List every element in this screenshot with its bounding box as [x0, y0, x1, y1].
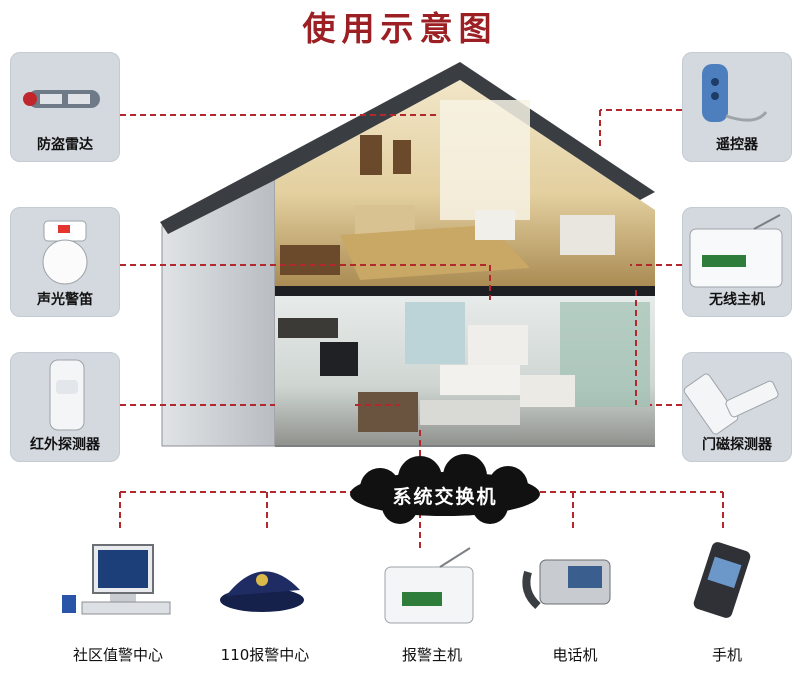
police-cap-icon — [220, 571, 304, 612]
bottom-label: 社区值警中心 — [72, 646, 163, 664]
device-card-radar: 防盗雷达 — [10, 52, 120, 162]
device-card-remote: 遥控器 — [682, 52, 792, 162]
device-label: 无线主机 — [709, 292, 765, 308]
device-label: 声光警笛 — [37, 292, 93, 308]
floor-divider — [275, 286, 655, 296]
device-card-door-magnet: 门磁探测器 — [682, 352, 792, 462]
siren-icon — [42, 220, 88, 285]
alarm-host-icon — [384, 547, 474, 624]
device-label: 遥控器 — [716, 137, 758, 153]
computer-icon — [62, 544, 171, 615]
remote-control-icon — [702, 64, 768, 122]
wireless-host-icon — [689, 214, 783, 288]
device-label: 门磁探测器 — [702, 437, 772, 453]
hub-cloud — [350, 454, 540, 524]
infrared-detector-icon — [49, 359, 85, 431]
hub-label: 系统交换机 — [392, 486, 498, 508]
device-card-infrared: 红外探测器 — [10, 352, 120, 462]
bottom-label: 电话机 — [552, 646, 598, 664]
house-side-wall — [161, 169, 276, 447]
bottom-label: 报警主机 — [401, 646, 462, 664]
device-label: 红外探测器 — [30, 437, 100, 453]
radar-sensor-icon — [23, 90, 100, 108]
device-card-siren: 声光警笛 — [10, 207, 120, 317]
page-title: 使用示意图 — [302, 9, 498, 48]
bottom-label: 110报警中心 — [220, 646, 310, 664]
mobile-phone-icon — [693, 542, 751, 618]
telephone-icon — [522, 559, 611, 610]
bottom-label: 手机 — [711, 646, 742, 664]
house-roof — [160, 62, 655, 234]
device-label: 防盗雷达 — [37, 137, 93, 153]
device-card-wireless-host: 无线主机 — [682, 207, 792, 317]
door-magnet-icon — [683, 373, 779, 435]
